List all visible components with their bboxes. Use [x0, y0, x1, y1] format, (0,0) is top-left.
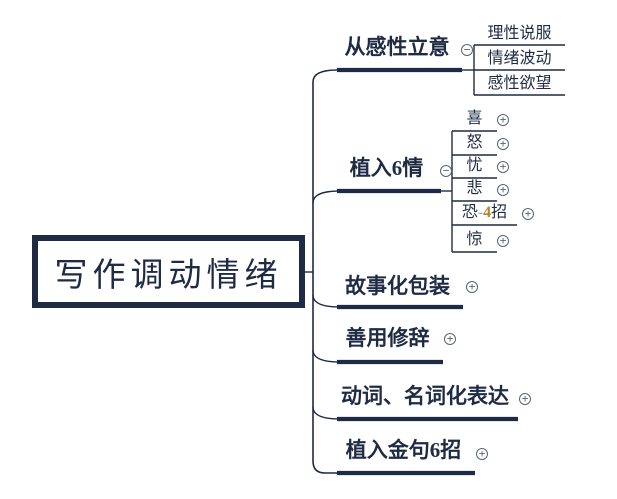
- branch2-elbow: [312, 190, 341, 204]
- branch3-elbow: [312, 294, 341, 308]
- child-nu[interactable]: 怒: [466, 134, 483, 151]
- branch4-elbow: [312, 349, 341, 363]
- child-ganxing-yuwang[interactable]: 感性欲望: [487, 75, 552, 92]
- central-topic-label: 写作调动情绪: [54, 257, 283, 294]
- expand-icon[interactable]: +: [497, 184, 509, 196]
- branch-zhiru-6qing[interactable]: 植入6情: [349, 156, 424, 180]
- child-bei[interactable]: 悲: [466, 180, 483, 197]
- child-xi[interactable]: 喜: [466, 110, 483, 127]
- expand-icon[interactable]: +: [519, 393, 531, 405]
- expand-icon[interactable]: +: [476, 448, 488, 460]
- collapse-icon[interactable]: −: [440, 165, 452, 177]
- central-topic[interactable]: 写作调动情绪: [32, 235, 305, 308]
- child-lixing-shuofu[interactable]: 理性说服: [487, 25, 552, 42]
- trunk-line: [312, 69, 340, 474]
- branch-gushihua-baozhuang[interactable]: 故事化包装: [345, 274, 450, 298]
- expand-icon[interactable]: +: [497, 114, 509, 126]
- child-kong-4zhao-dash: -: [477, 204, 484, 221]
- child-kong-4zhao-post: 招: [491, 204, 508, 221]
- child-you[interactable]: 忧: [466, 157, 483, 174]
- child-qingxu-bodong[interactable]: 情绪波动: [487, 50, 552, 67]
- expand-icon[interactable]: +: [497, 235, 509, 247]
- expand-icon[interactable]: +: [497, 138, 509, 150]
- branch-zhiru-jinju[interactable]: 植入金句6招: [345, 438, 462, 462]
- branch-congan-xingliyi[interactable]: 从感性立意: [344, 35, 450, 59]
- child-kong-4zhao-pre: 恐: [461, 204, 478, 221]
- branch5-elbow: [312, 406, 341, 420]
- expand-icon[interactable]: +: [444, 333, 456, 345]
- branch-shanyong-xiuci[interactable]: 善用修辞: [345, 326, 430, 350]
- child-jing[interactable]: 惊: [466, 231, 483, 248]
- expand-icon[interactable]: +: [522, 208, 534, 220]
- branch-dongci-mingcihua[interactable]: 动词、名词化表达: [341, 384, 509, 408]
- expand-icon[interactable]: +: [466, 281, 478, 293]
- child-kong-4zhao[interactable]: 恐-4招: [452, 204, 517, 222]
- child-kong-4zhao-num: 4: [483, 204, 492, 221]
- collapse-icon[interactable]: −: [461, 44, 473, 56]
- expand-icon[interactable]: +: [497, 161, 509, 173]
